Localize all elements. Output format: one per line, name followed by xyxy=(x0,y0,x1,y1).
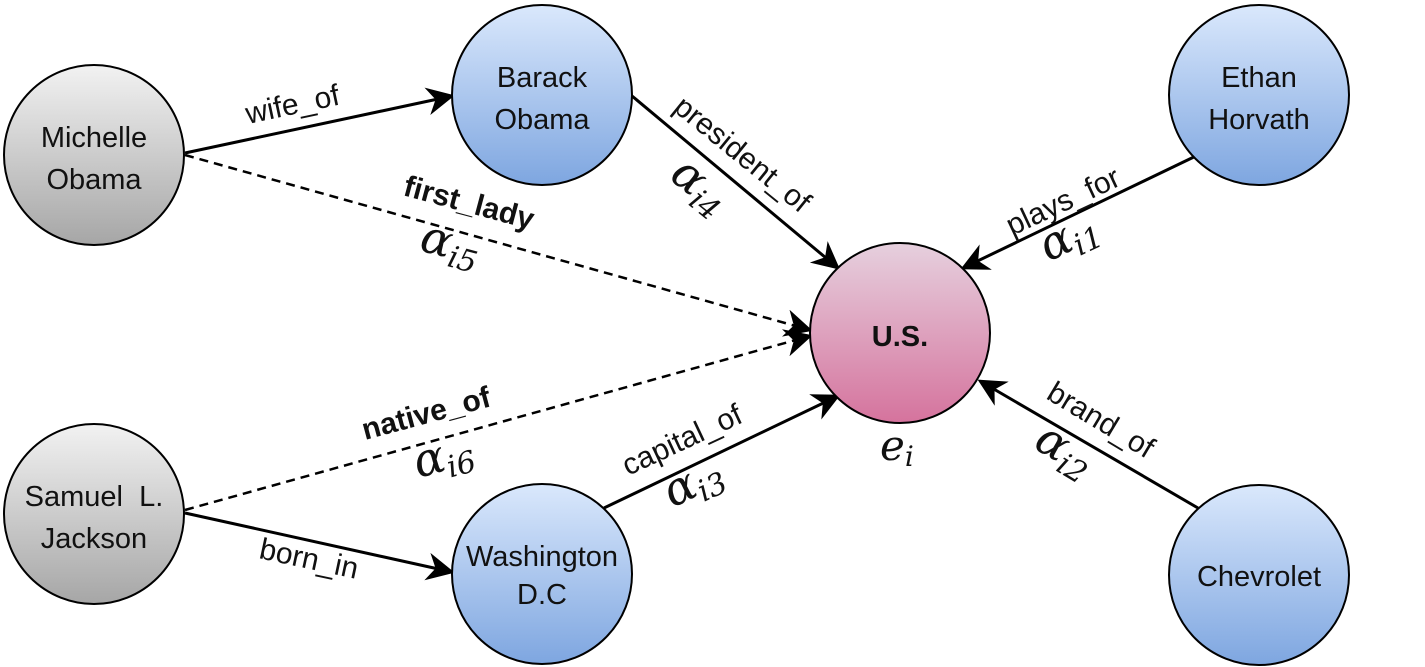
node-michelle-obama: Michelle Obama xyxy=(3,64,185,246)
edge-capital-of xyxy=(603,394,841,510)
node-chevrolet: Chevrolet xyxy=(1168,484,1350,666)
edge-born-in xyxy=(184,511,455,581)
node-label-line1: Samuel L. xyxy=(25,481,164,513)
node-label-line1: U.S. xyxy=(872,321,928,353)
edge-labels: wife_of president_of αi4 first_lady αi5 … xyxy=(242,79,1161,586)
node-label-line1: Chevrolet xyxy=(1197,561,1321,593)
edge-weight-native-of: αi6 xyxy=(407,421,480,493)
node-symbol: e xyxy=(880,421,905,470)
node-symbol-sub: i xyxy=(905,440,914,473)
node-label-line1: Barack xyxy=(497,62,588,94)
node-label-line2: Horvath xyxy=(1208,104,1310,136)
node-us: U.S. ei xyxy=(809,242,991,473)
node-washington-dc: Washington D.C xyxy=(451,483,633,665)
node-label-line2: Obama xyxy=(494,104,590,136)
edge-wife-of xyxy=(184,87,455,155)
edge-president-of xyxy=(631,94,841,270)
node-samuel-jackson: Samuel L. Jackson xyxy=(3,423,185,605)
edge-first-lady xyxy=(184,153,813,337)
node-label-line1: Washington xyxy=(466,541,618,573)
node-ethan-horvath: Ethan Horvath xyxy=(1168,4,1350,186)
node-label-line2: D.C xyxy=(517,579,567,611)
node-label-line2: Jackson xyxy=(41,523,147,555)
edge-native-of xyxy=(184,329,813,512)
node-label-line1: Ethan xyxy=(1221,62,1297,94)
edge-brand-of xyxy=(977,379,1199,510)
node-barack-obama: Barack Obama xyxy=(451,4,633,186)
edge-plays-for xyxy=(960,153,1199,270)
node-symbol-ei: ei xyxy=(880,421,914,473)
node-label-line2: Obama xyxy=(46,164,142,196)
node-label-line1: Michelle xyxy=(41,122,147,154)
edges xyxy=(184,87,1199,581)
